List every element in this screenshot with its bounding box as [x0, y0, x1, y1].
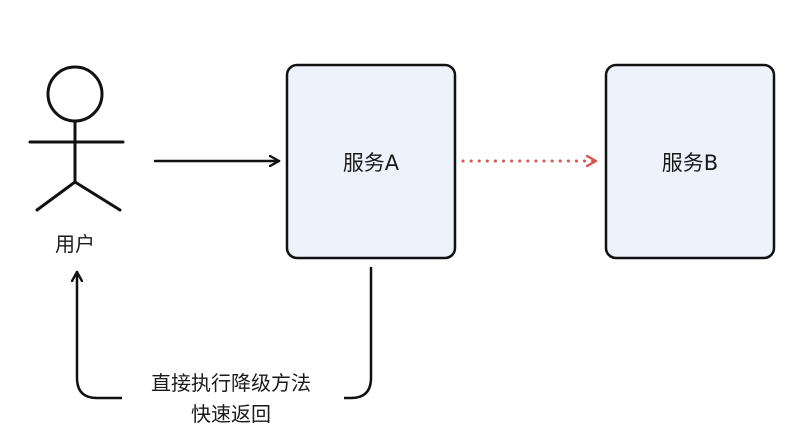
fallback-note: 直接执行降级方法 快速返回 — [122, 364, 344, 430]
service-b-node: 服务B — [604, 63, 776, 260]
fallback-note-background — [122, 364, 344, 430]
fallback-note-line-2: 快速返回 — [191, 402, 271, 426]
service-a-box — [285, 63, 457, 260]
service-a-label: 服务A — [343, 151, 400, 175]
service-b-box — [604, 63, 776, 260]
service-b-label: 服务B — [662, 151, 718, 175]
user-label: 用户 — [55, 232, 95, 256]
user-actor: 用户 — [28, 65, 125, 256]
service-a-node: 服务A — [285, 63, 457, 260]
fallback-note-line-1: 直接执行降级方法 — [151, 371, 311, 395]
user-stick-figure-icon — [28, 65, 125, 212]
